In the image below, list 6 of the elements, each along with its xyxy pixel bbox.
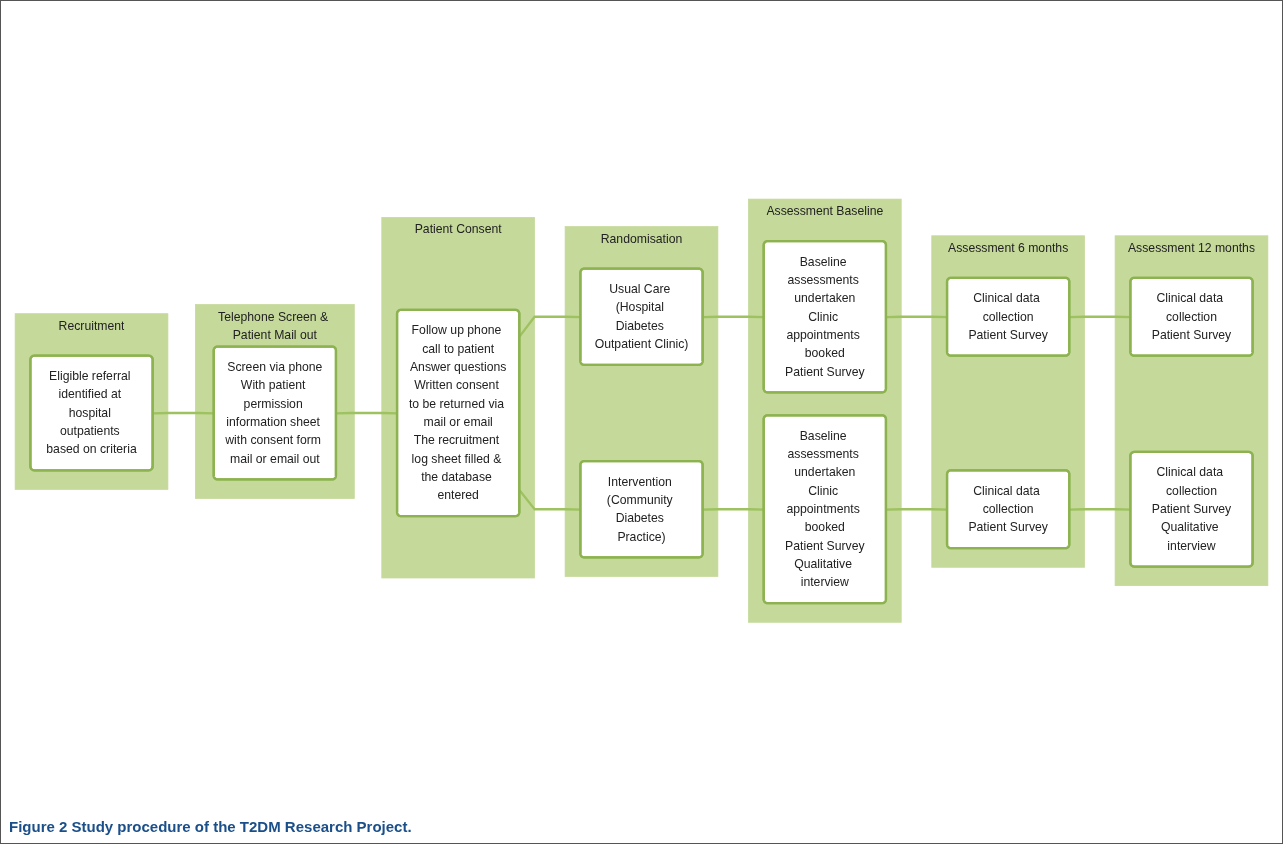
connector <box>886 315 948 319</box>
connector <box>336 411 398 415</box>
figure-caption: Figure 2 Study procedure of the T2DM Research Project. <box>9 818 413 835</box>
connector <box>1069 315 1131 319</box>
connector <box>886 507 948 511</box>
connector <box>1069 507 1131 511</box>
